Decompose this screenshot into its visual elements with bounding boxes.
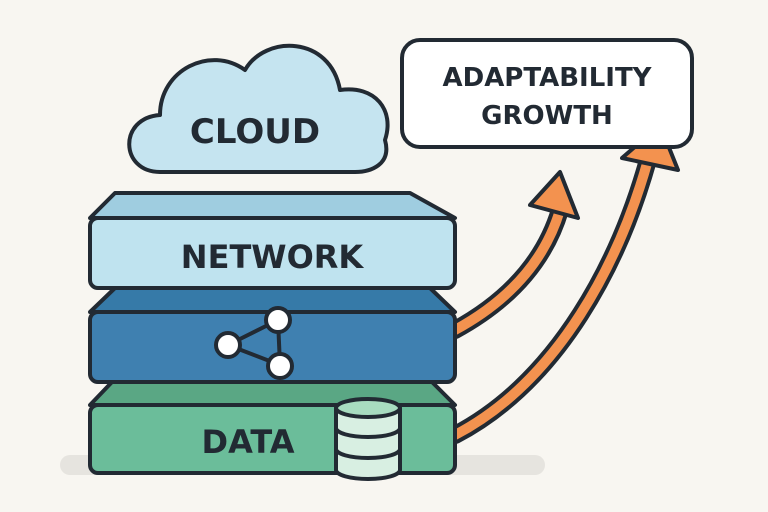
data-layer: DATA	[88, 380, 457, 481]
callout-line2: GROWTH	[481, 101, 613, 131]
cloud-label: CLOUD	[190, 112, 320, 152]
network-label: NETWORK	[181, 238, 365, 276]
growth-arrow-upper	[446, 170, 580, 339]
cloud-shape: CLOUD	[127, 43, 390, 174]
growth-arrow-lower	[446, 123, 680, 444]
callout-line1: ADAPTABILITY	[442, 63, 652, 93]
data-label: DATA	[202, 423, 295, 461]
connectivity-layer	[88, 286, 457, 384]
database-icon	[334, 397, 402, 481]
adaptability-growth-callout: ADAPTABILITY GROWTH	[400, 38, 694, 149]
network-layer: NETWORK	[88, 191, 457, 290]
share-nodes-icon	[214, 306, 294, 380]
